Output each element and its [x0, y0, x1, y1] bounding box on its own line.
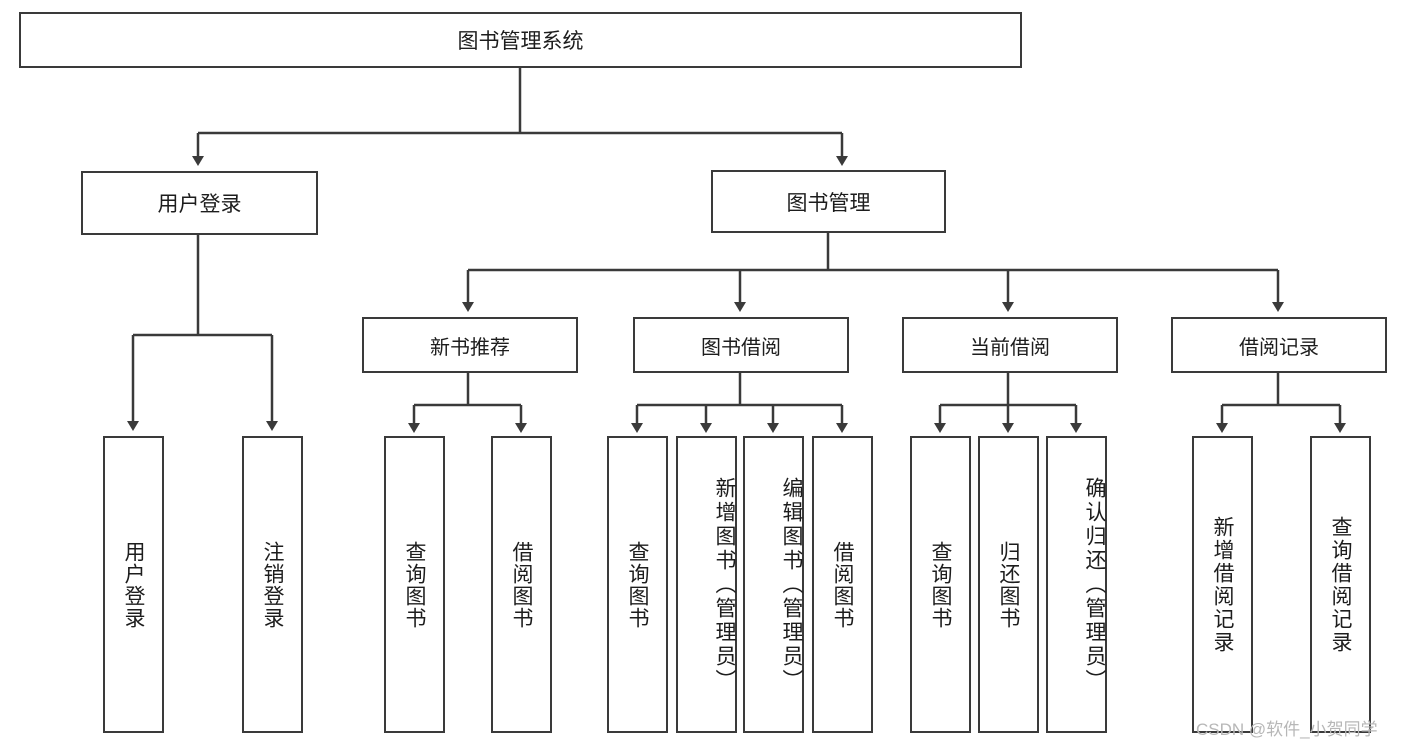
leaf-borrow-book-recommend[interactable]: 借阅图书: [491, 436, 552, 733]
node-label: 新书推荐: [430, 336, 510, 359]
leaf-user-login[interactable]: 用户登录: [103, 436, 164, 733]
node-label: 图书管理系统: [457, 30, 584, 53]
leaf-return-book[interactable]: 归还图书: [978, 436, 1039, 733]
node-label: 借阅图书: [510, 540, 533, 629]
leaf-add-book-admin[interactable]: 新增图书（管理员）: [676, 436, 737, 733]
leaf-confirm-return-admin[interactable]: 确认归还（管理员）: [1046, 436, 1107, 733]
leaf-query-borrow-record[interactable]: 查询借阅记录: [1310, 436, 1371, 733]
node-label: 查询借阅记录: [1329, 515, 1352, 654]
node-label: 当前借阅: [970, 336, 1050, 359]
node-user-login[interactable]: 用户登录: [81, 171, 318, 235]
node-label: 用户登录: [157, 193, 242, 216]
node-borrow-record[interactable]: 借阅记录: [1171, 317, 1387, 373]
leaf-user-logout[interactable]: 注销登录: [242, 436, 303, 733]
leaf-query-book-current[interactable]: 查询图书: [910, 436, 971, 733]
node-label: 查询图书: [929, 540, 952, 629]
node-label: 用户登录: [122, 540, 145, 629]
node-root-book-management-system[interactable]: 图书管理系统: [19, 12, 1022, 68]
node-label: 归还图书: [997, 540, 1020, 629]
leaf-add-borrow-record[interactable]: 新增借阅记录: [1192, 436, 1253, 733]
node-new-book-recommend[interactable]: 新书推荐: [362, 317, 578, 373]
watermark: CSDN @软件_小贺同学: [1196, 720, 1378, 739]
node-book-management[interactable]: 图书管理: [711, 170, 946, 233]
leaf-query-book-borrow[interactable]: 查询图书: [607, 436, 668, 733]
node-label: 借阅记录: [1239, 336, 1319, 359]
node-label: 新增借阅记录: [1211, 515, 1234, 654]
node-label: 新增图书（管理员）: [713, 476, 736, 693]
node-label: 查询图书: [626, 540, 649, 629]
leaf-query-book-recommend[interactable]: 查询图书: [384, 436, 445, 733]
node-label: 图书管理: [786, 191, 871, 215]
node-book-borrow[interactable]: 图书借阅: [633, 317, 849, 373]
node-label: 注销登录: [261, 540, 284, 629]
node-label: 借阅图书: [831, 540, 854, 629]
leaf-edit-book-admin[interactable]: 编辑图书（管理员）: [743, 436, 804, 733]
node-current-borrow[interactable]: 当前借阅: [902, 317, 1118, 373]
leaf-borrow-book[interactable]: 借阅图书: [812, 436, 873, 733]
node-label: 查询图书: [403, 540, 426, 629]
node-label: 编辑图书（管理员）: [780, 476, 803, 693]
node-label: 图书借阅: [701, 336, 781, 359]
node-label: 确认归还（管理员）: [1083, 476, 1106, 693]
